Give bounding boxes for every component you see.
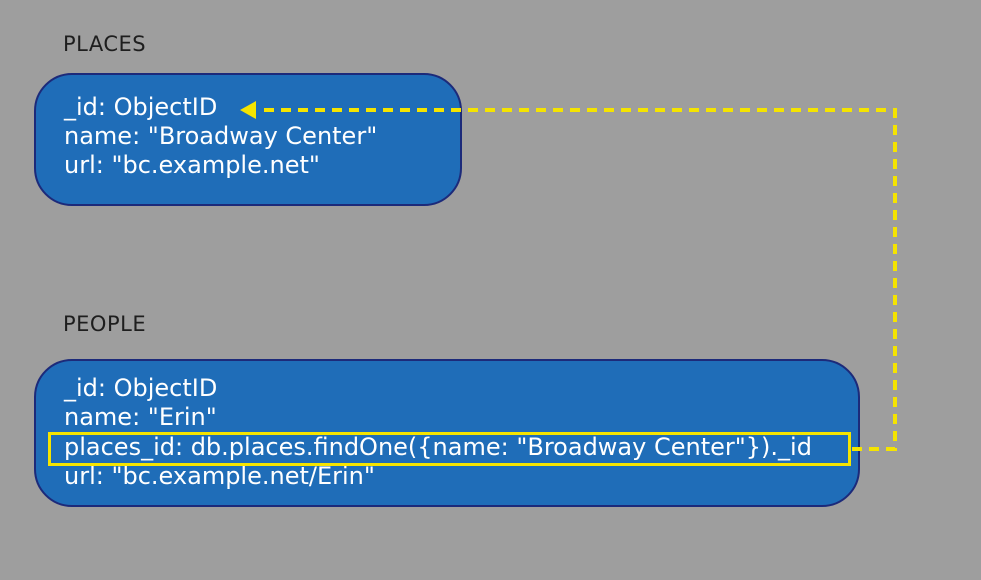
places-document-box: _id: ObjectID name: "Broadway Center" ur… [34, 73, 462, 206]
places-url-field: url: "bc.example.net" [64, 151, 320, 179]
people-url-field: url: "bc.example.net/Erin" [64, 462, 375, 490]
people-name-field: name: "Erin" [64, 403, 217, 431]
places-name-field: name: "Broadway Center" [64, 122, 378, 150]
people-id-field: _id: ObjectID [64, 374, 218, 402]
people-heading: PEOPLE [63, 312, 147, 336]
places-heading: PLACES [63, 32, 147, 56]
reference-arrowhead [240, 101, 256, 119]
reference-arrow-line [262, 108, 897, 451]
places-id-highlight [48, 432, 851, 466]
places-id-field: _id: ObjectID [64, 93, 218, 121]
people-places-id-field: places_id: db.places.findOne({name: "Bro… [64, 433, 812, 461]
